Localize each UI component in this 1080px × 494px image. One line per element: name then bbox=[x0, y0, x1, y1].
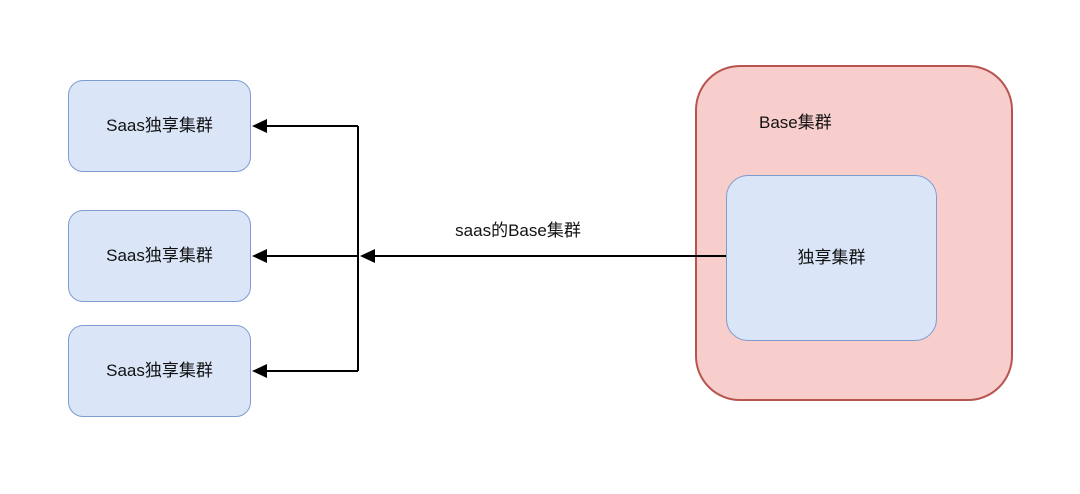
saas-cluster-box-1: Saas独享集群 bbox=[68, 80, 251, 172]
saas-cluster-box-1-label: Saas独享集群 bbox=[106, 115, 213, 135]
saas-cluster-box-3: Saas独享集群 bbox=[68, 325, 251, 417]
base-cluster-label: Base集群 bbox=[759, 113, 832, 132]
edge-label: saas的Base集群 bbox=[455, 221, 581, 240]
edge-top-arrowhead bbox=[252, 119, 267, 133]
saas-cluster-box-3-label: Saas独享集群 bbox=[106, 360, 213, 380]
exclusive-cluster-box: 独享集群 bbox=[726, 175, 937, 341]
exclusive-cluster-box-label: 独享集群 bbox=[797, 247, 866, 267]
saas-cluster-box-2: Saas独享集群 bbox=[68, 210, 251, 302]
saas-cluster-box-2-label: Saas独享集群 bbox=[106, 245, 213, 265]
edge-middle-arrowhead bbox=[252, 249, 267, 263]
edge-bottom-arrowhead bbox=[252, 364, 267, 378]
edge-main-arrowhead bbox=[360, 249, 375, 263]
